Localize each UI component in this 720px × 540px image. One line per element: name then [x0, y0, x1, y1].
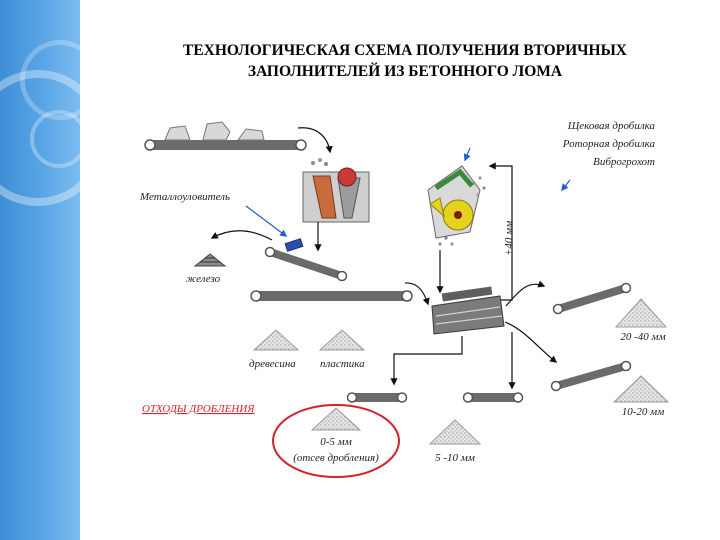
- feed-conveyor: [144, 139, 307, 151]
- pile-5-10: [428, 419, 482, 445]
- conveyor-5-10: [462, 392, 524, 403]
- label-wood: древесина: [249, 358, 296, 370]
- magnet-icon: [284, 238, 304, 252]
- pile-10-20: [612, 375, 670, 403]
- label-pointer: [463, 147, 471, 162]
- decorative-sidebar: [0, 0, 80, 540]
- iron-pile: [193, 253, 227, 267]
- pile-0-5: [310, 407, 362, 431]
- decorative-ring: [30, 110, 80, 168]
- flow-arrow: [404, 282, 430, 306]
- title-line-2: ЗАПОЛНИТЕЛЕЙ ИЗ БЕТОННОГО ЛОМА: [247, 63, 563, 80]
- waste-highlight-ellipse: [272, 404, 400, 478]
- label-jaw-crusher: Щековая дробилка: [567, 120, 656, 132]
- magnet-conveyor: [264, 246, 348, 282]
- page-title: ТЕХНОЛОГИЧЕСКАЯ СХЕМА ПОЛУЧЕНИЯ ВТОРИЧНЫ…: [135, 40, 675, 82]
- label-rotor-crusher: Роторная дробилка: [562, 138, 656, 150]
- label-pointer: [245, 205, 288, 237]
- conveyor-20-40: [552, 282, 632, 315]
- flow-arrow: [390, 336, 463, 386]
- label-waste: ОТХОДЫ ДРОБЛЕНИЯ: [142, 403, 255, 415]
- sorting-conveyor: [250, 290, 413, 302]
- flow-arrow: [210, 230, 273, 241]
- plastic-pile: [318, 329, 366, 351]
- label-iron: железо: [186, 273, 221, 285]
- label-10-20: 10-20 мм: [622, 406, 664, 418]
- vibrating-screen: [431, 286, 505, 335]
- wood-pile: [252, 329, 300, 351]
- label-plus-40: +40 мм: [503, 221, 515, 256]
- conveyor-0-5: [346, 392, 408, 403]
- concrete-rubble: [164, 121, 265, 141]
- label-magnet: Металлоуловитель: [139, 191, 230, 203]
- label-fines-note: (отсев дробления): [293, 452, 379, 464]
- rotor-crusher: [427, 165, 486, 246]
- label-5-10: 5 -10 мм: [435, 452, 475, 464]
- flow-arrow: [297, 127, 333, 154]
- pile-20-40: [614, 298, 668, 328]
- title-line-1: ТЕХНОЛОГИЧЕСКАЯ СХЕМА ПОЛУЧЕНИЯ ВТОРИЧНЫ…: [182, 42, 628, 59]
- conveyor-10-20: [550, 360, 632, 392]
- return-flow-arrow: [488, 162, 513, 301]
- label-vibro-screen: Виброгрохот: [593, 156, 655, 168]
- label-plastic: пластика: [320, 358, 365, 370]
- label-fines-size: 0-5 мм: [320, 436, 351, 448]
- flow-arrow: [505, 280, 546, 307]
- flow-arrow: [504, 321, 558, 363]
- label-pointer: [561, 179, 571, 192]
- jaw-crusher: [302, 158, 370, 223]
- label-20-40: 20 -40 мм: [620, 331, 665, 343]
